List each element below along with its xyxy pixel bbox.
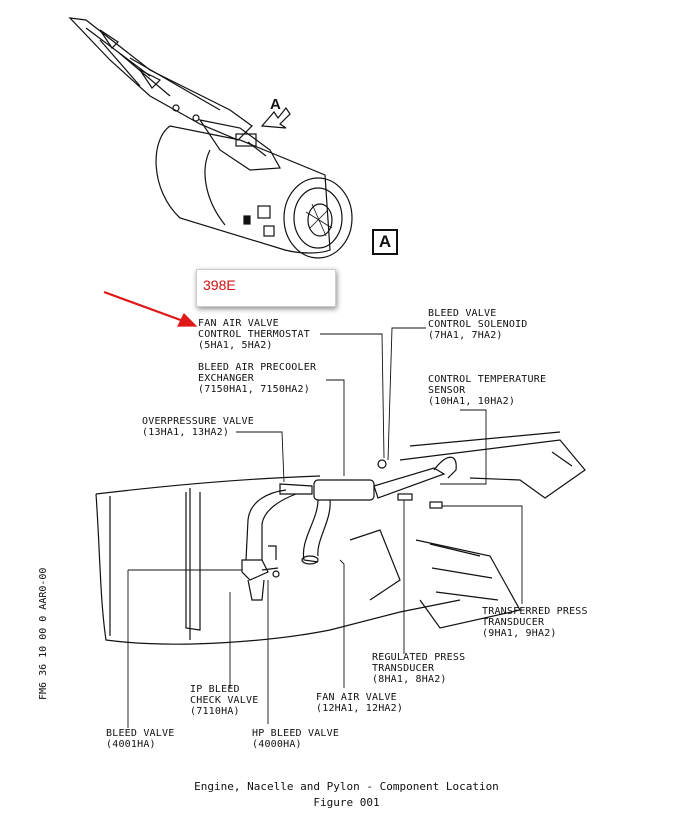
leader-lines [127,327,523,728]
label-bleed-valve-solenoid: BLEED VALVE CONTROL SOLENOID (7HA1, 7HA2… [428,308,528,341]
label-hp-bleed-valve: HP BLEED VALVE (4000HA) [252,728,340,750]
label-ip-bleed-check: IP BLEED CHECK VALVE (7110HA) [190,684,259,717]
figure-number: Figure 001 [313,796,380,809]
label-fan-air-valve: FAN AIR VALVE (12HA1, 12HA2) [316,692,404,714]
engine-intake [283,177,353,259]
side-reference: FM6 36 10 00 0 AAR0-00 [38,567,49,700]
bleed-duct [279,483,313,495]
nacelle-skin [95,493,461,645]
callout-text: 398E [203,277,236,293]
nacelle-body [155,125,331,254]
label-overpressure-valve: OVERPRESSURE VALVE (13HA1, 13HA2) [142,416,254,438]
label-bleed-valve: BLEED VALVE (4001HA) [106,728,175,750]
label-precooler: BLEED AIR PRECOOLER EXCHANGER (7150HA1, … [198,362,317,395]
detail-nacelle [95,431,586,645]
overview-engine [68,17,353,259]
callout-box: 398E [196,269,336,307]
label-fan-air-valve-thermostat: FAN AIR VALVE CONTROL THERMOSTAT (5HA1, … [198,318,310,351]
pointer-arrow-a [260,106,291,129]
pylon [198,119,281,171]
label-regulated-press: REGULATED PRESS TRANSDUCER (8HA1, 8HA2) [372,652,466,685]
view-arrow-label: A [270,96,281,113]
red-arrow [103,290,198,327]
label-control-temp-sensor: CONTROL TEMPERATURE SENSOR (10HA1, 10HA2… [428,374,547,407]
pylon-structure [399,439,586,499]
wing-outline [68,17,253,141]
view-marker: A [372,229,398,255]
figure-caption: Engine, Nacelle and Pylon - Component Lo… [194,780,499,793]
precooler-body [313,479,375,501]
label-transferred-press: TRANSFERRED PRESS TRANSDUCER (9HA1, 9HA2… [482,606,588,639]
